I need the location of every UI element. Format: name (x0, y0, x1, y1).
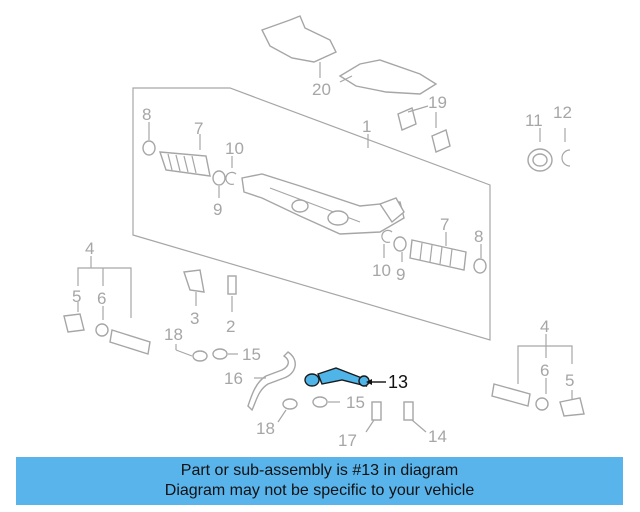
callout-10-left: 10 (225, 139, 244, 158)
seal-part-11-12 (527, 128, 571, 172)
washer-part-18-lower (277, 398, 298, 423)
callout-4-left: 4 (85, 239, 94, 258)
bolt-part-14 (403, 401, 427, 433)
banner-line-part: Part or sub-assembly is #13 in diagram (180, 462, 459, 479)
callout-5-left: 5 (72, 287, 81, 306)
tie-rod-left-group (63, 256, 151, 355)
callout-20: 20 (312, 80, 331, 99)
steering-rack-part-1 (241, 173, 405, 235)
callout-3: 3 (190, 309, 199, 328)
shield-part-20 (261, 15, 438, 95)
callout-15-upper: 15 (242, 345, 261, 364)
callout-18-upper: 18 (164, 325, 183, 344)
nut-part-9-left (212, 170, 226, 198)
callout-13: 13 (388, 372, 408, 392)
bracket-part-3 (183, 269, 205, 306)
callout-15-lower: 15 (346, 393, 365, 412)
washer-part-15-lower (312, 396, 340, 408)
callout-6-right: 6 (540, 361, 549, 380)
callout-4-right: 4 (540, 317, 549, 336)
tie-rod-right-group (491, 334, 585, 417)
bracket-part-19 (397, 105, 451, 153)
callout-9-left: 9 (213, 200, 222, 219)
callout-8-right: 8 (474, 227, 483, 246)
washer-part-18-upper (175, 344, 208, 362)
bolt-part-17 (365, 401, 382, 433)
part-info-banner: Part or sub-assembly is #13 in diagram D… (16, 457, 623, 505)
rack-assembly-frame (132, 87, 491, 341)
callout-11: 11 (525, 111, 543, 130)
callout-16: 16 (224, 369, 243, 388)
callout-9-right: 9 (396, 265, 405, 284)
callout-10-right: 10 (372, 261, 391, 280)
callout-18-lower: 18 (256, 419, 275, 438)
callout-17: 17 (338, 431, 357, 450)
callout-7-right: 7 (440, 215, 449, 234)
callout-5-right: 5 (565, 371, 574, 390)
return-pipe-part-13 (304, 367, 386, 388)
callout-6-left: 6 (97, 289, 106, 308)
callout-1: 1 (362, 117, 371, 136)
clamp-part-8-right (473, 244, 487, 274)
callout-7-left: 7 (194, 119, 203, 138)
washer-part-15-upper (212, 348, 238, 360)
callout-14: 14 (428, 427, 447, 446)
boot-part-7-left (158, 134, 211, 177)
nut-part-9-right (393, 236, 407, 262)
banner-line-disclaimer: Diagram may not be specific to your vehi… (164, 482, 475, 499)
callout-8-left: 8 (142, 105, 151, 124)
callout-12: 12 (553, 103, 572, 122)
clip-part-10-right (381, 229, 393, 258)
bolt-part-2 (227, 275, 237, 312)
clamp-part-8-left (142, 122, 156, 156)
callout-2: 2 (226, 317, 235, 336)
callout-19: 19 (428, 93, 447, 112)
clip-part-10-left (225, 156, 237, 185)
boot-part-7-right (409, 232, 467, 271)
pipe-part-16 (247, 351, 296, 412)
